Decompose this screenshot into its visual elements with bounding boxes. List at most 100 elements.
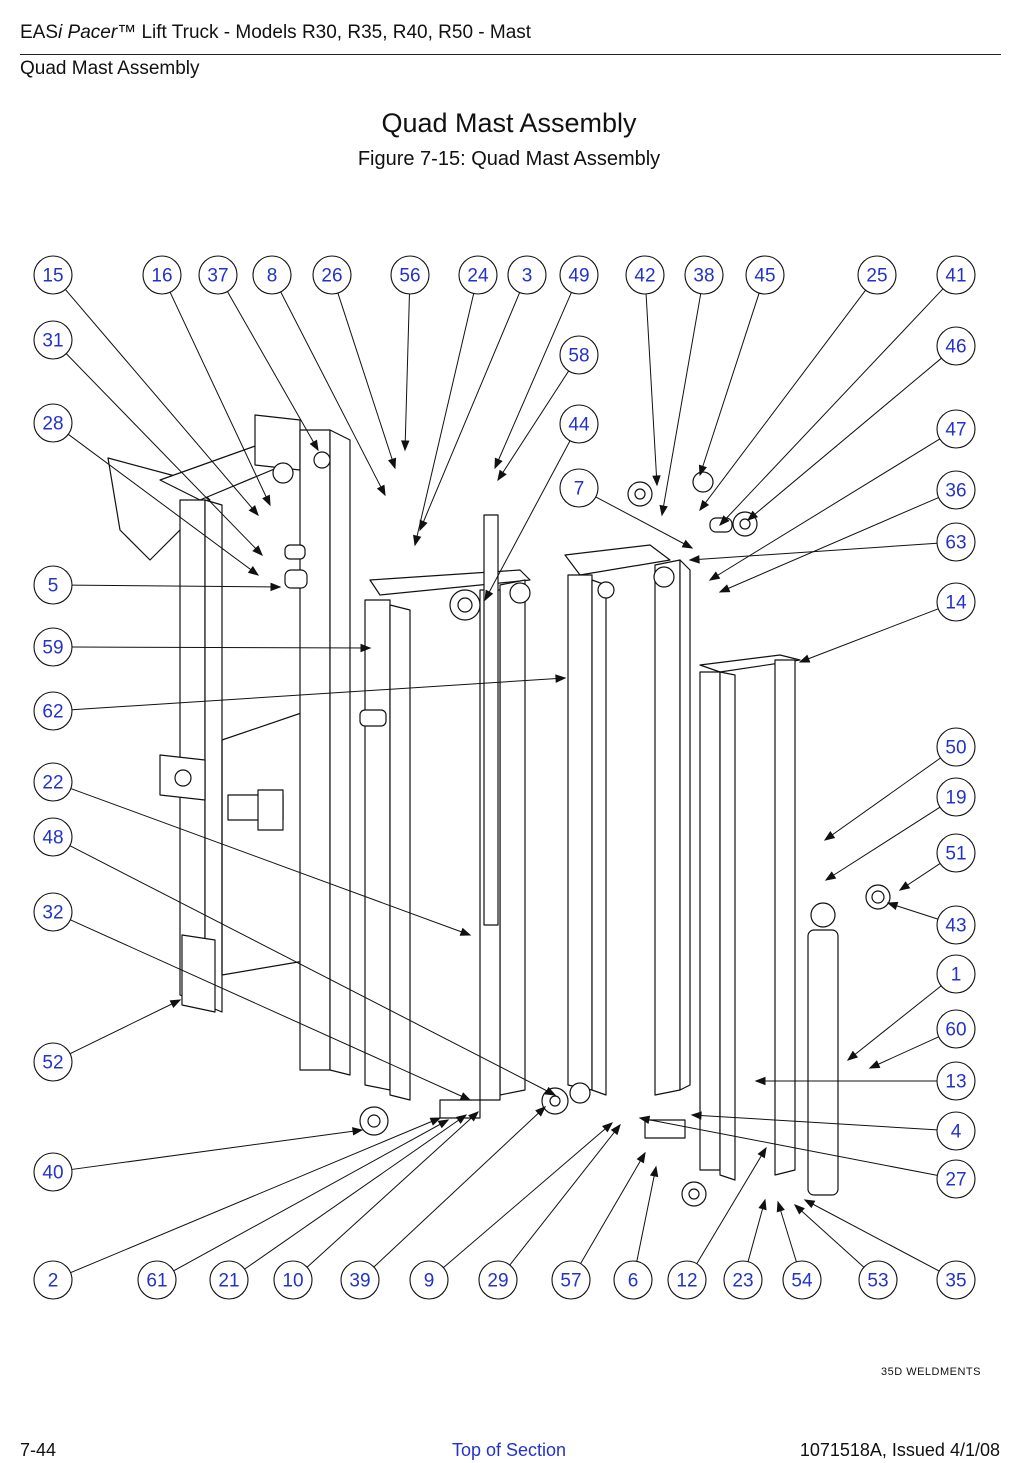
leader-line <box>719 288 944 526</box>
leader-arrowhead <box>309 439 319 452</box>
leader-arrowhead <box>376 484 386 497</box>
callout-number: 28 <box>42 414 63 435</box>
leader-line <box>847 985 942 1061</box>
callout-number: 43 <box>945 916 966 937</box>
leader-arrowhead <box>886 901 899 910</box>
leader-line <box>169 291 271 506</box>
callout-balloon <box>936 1159 976 1199</box>
callout-balloon <box>209 1260 249 1300</box>
callout-number: 53 <box>867 1271 888 1292</box>
callout-balloon <box>936 1111 976 1151</box>
leader-arrowhead <box>535 1106 547 1117</box>
leader-arrowhead <box>455 1114 468 1124</box>
leader-arrowhead <box>638 1115 651 1124</box>
callout-number: 24 <box>467 266 489 287</box>
leader-arrowhead <box>413 534 422 547</box>
leader-line <box>71 584 281 588</box>
callout-balloon <box>33 255 73 295</box>
weldments-note: 35D WELDMENTS <box>880 1366 981 1378</box>
header-divider <box>20 54 1001 55</box>
callout-number: 51 <box>945 844 966 865</box>
leader-arrowhead <box>698 464 707 477</box>
leader-line <box>494 292 572 469</box>
leader-line <box>419 292 521 531</box>
callout-number: 9 <box>424 1271 435 1292</box>
callout-balloon <box>936 1260 976 1300</box>
callout-balloon <box>936 1009 976 1049</box>
callout-number: 15 <box>42 266 63 287</box>
callout-balloon <box>936 326 976 366</box>
callout-balloon <box>936 255 976 295</box>
callout-number: 40 <box>42 1163 63 1184</box>
callout-balloon <box>613 1260 653 1300</box>
callout-number: 52 <box>42 1053 63 1074</box>
callout-balloon <box>936 470 976 510</box>
leader-arrowhead <box>636 1151 646 1164</box>
leader-line <box>699 292 760 476</box>
callout-balloon <box>33 762 73 802</box>
leader-arrowhead <box>555 674 567 683</box>
leader-arrowhead <box>388 457 397 470</box>
intermediate-mast-right-rail <box>499 579 526 1096</box>
callout-balloon <box>142 255 182 295</box>
leader-line <box>65 353 263 556</box>
callout-number: 58 <box>568 346 589 367</box>
callout-balloon <box>936 777 976 817</box>
leader-arrowhead <box>248 505 259 517</box>
top-of-section-link[interactable]: Top of Section <box>451 1440 567 1460</box>
callout-balloon <box>33 691 73 731</box>
callout-balloon <box>33 817 73 857</box>
callout-number: 27 <box>945 1170 966 1191</box>
leader-line <box>226 291 319 451</box>
callout-balloon <box>936 1061 976 1101</box>
callout-balloon <box>33 403 73 443</box>
leader-arrowhead <box>754 1076 766 1086</box>
leader-line <box>373 1106 546 1268</box>
callout-balloon <box>507 255 547 295</box>
callout-balloon <box>33 1260 73 1300</box>
outer-mast-right-rail <box>299 429 331 1071</box>
leader-line <box>71 1129 363 1170</box>
leader-line <box>280 291 386 496</box>
callout-number: 63 <box>945 533 966 554</box>
callout-number: 61 <box>146 1271 167 1292</box>
callout-number: 36 <box>945 481 966 502</box>
leader-line <box>804 1199 940 1272</box>
leader-line <box>70 1117 441 1274</box>
leader-line <box>794 1204 865 1268</box>
callout-number: 50 <box>945 738 966 759</box>
header-italic: i Pacer <box>58 22 118 43</box>
leader-lines <box>64 288 944 1274</box>
leader-arrowhead <box>803 1199 816 1209</box>
callout-balloon <box>936 727 976 767</box>
leader-line <box>69 845 556 1096</box>
callout-number: 26 <box>321 266 342 287</box>
leader-arrowhead <box>798 654 811 663</box>
leader-line <box>639 1117 938 1176</box>
document-number: 1071518A, Issued 4/1/08 <box>799 1440 1000 1460</box>
callout-balloon <box>559 335 599 375</box>
leader-line <box>747 1199 766 1262</box>
leader-arrowhead <box>699 499 710 512</box>
callout-number: 47 <box>945 420 966 441</box>
leader-arrowhead <box>868 1060 881 1069</box>
leader-arrowhead <box>681 539 694 549</box>
callout-number: 32 <box>42 903 63 924</box>
leader-line <box>869 1036 939 1069</box>
callout-number: 7 <box>574 479 585 500</box>
leader-line <box>443 1122 613 1269</box>
leader-arrowhead <box>497 469 507 482</box>
leader-arrowhead <box>846 1050 859 1061</box>
leader-arrowhead <box>898 881 911 891</box>
leader-arrowhead <box>610 1123 621 1136</box>
callout-balloon <box>551 1260 591 1300</box>
leader-line <box>337 292 396 469</box>
callout-number: 60 <box>945 1020 966 1041</box>
callout-balloon <box>340 1260 380 1300</box>
document-header: EASi Pacer™ Lift Truck - Models R30, R35… <box>20 22 531 44</box>
leader-arrowhead <box>746 510 759 521</box>
callout-number: 54 <box>791 1271 813 1292</box>
callout-number: 56 <box>399 266 420 287</box>
leader-arrowhead <box>652 475 661 487</box>
